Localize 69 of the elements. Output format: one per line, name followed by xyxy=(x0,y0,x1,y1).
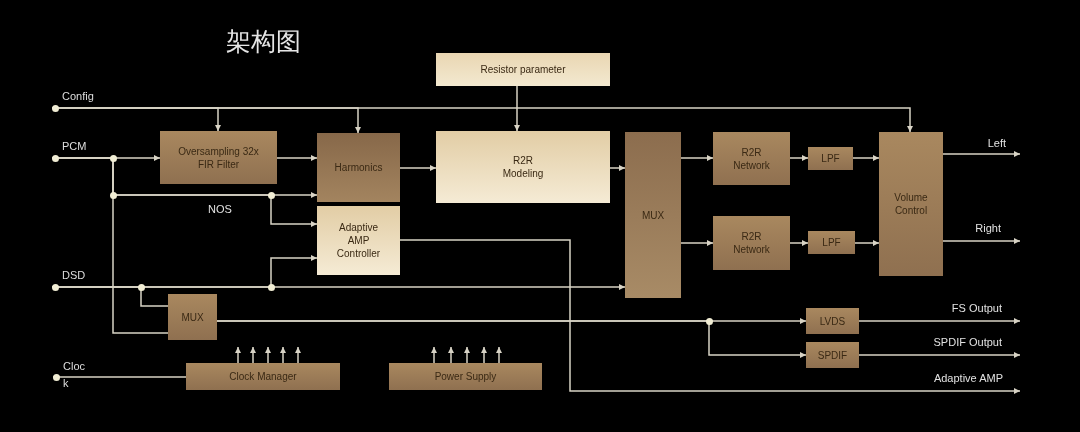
arrow xyxy=(858,318,1021,324)
arrow xyxy=(235,346,241,364)
process-box xyxy=(160,131,277,184)
arrow xyxy=(680,155,714,161)
input-label: PCM xyxy=(62,139,87,153)
process-box xyxy=(879,132,943,276)
arrow xyxy=(481,346,487,364)
arrow xyxy=(496,346,502,364)
arrow xyxy=(250,346,256,364)
arrow xyxy=(789,240,809,246)
arrow xyxy=(852,155,880,161)
arrow xyxy=(276,155,318,161)
block-label: LPF xyxy=(821,152,840,165)
process-box xyxy=(713,132,790,185)
block-label: Resistor parameter xyxy=(480,63,566,76)
block-label: Power Supply xyxy=(434,370,497,383)
process-box xyxy=(389,363,542,390)
edge-label: Left xyxy=(987,137,1006,150)
process-box xyxy=(625,132,681,298)
block-label: Adaptive AMP Controller xyxy=(335,221,382,260)
block-label: MUX xyxy=(641,208,665,222)
block-label: Harmonics xyxy=(334,161,383,174)
arrow xyxy=(265,346,271,364)
arrow xyxy=(942,151,1021,157)
arrow xyxy=(399,239,1021,394)
arrow xyxy=(280,346,286,364)
arrow xyxy=(858,352,1021,358)
diagram-title: 架构图 xyxy=(226,27,301,56)
process-box xyxy=(808,231,855,254)
arrow xyxy=(295,346,301,364)
arrow xyxy=(789,155,809,161)
edge-label: SPDIF Output xyxy=(933,336,1002,349)
edge-label: FS Output xyxy=(951,302,1002,315)
arrow xyxy=(854,240,880,246)
arrow xyxy=(431,346,437,364)
block-label: Oversampling 32x FIR Filter xyxy=(177,144,260,171)
block-label: LPF xyxy=(822,236,841,249)
process-box xyxy=(317,133,400,202)
arrow xyxy=(680,240,714,246)
process-box xyxy=(436,131,610,203)
arrow xyxy=(464,346,470,364)
block-label: Volume Control xyxy=(893,191,929,217)
arrow xyxy=(942,238,1021,244)
arrow xyxy=(514,85,520,132)
block-label: R2R Network xyxy=(732,145,771,172)
block-label: MUX xyxy=(181,310,204,324)
input-label: DSD xyxy=(62,268,86,282)
arrow xyxy=(448,346,454,364)
edge-label: Right xyxy=(975,222,1001,235)
process-box xyxy=(436,53,610,86)
process-box xyxy=(186,363,340,390)
arrow xyxy=(609,165,626,171)
arrow xyxy=(216,320,807,358)
block-label: R2R Modeling xyxy=(501,154,545,180)
process-box xyxy=(317,206,400,275)
process-box xyxy=(806,308,859,334)
process-box xyxy=(713,216,790,270)
process-box xyxy=(168,294,217,340)
block-label: R2R Network xyxy=(732,230,771,256)
block-label: LVDS xyxy=(819,314,846,328)
edge-label: Adaptive AMP xyxy=(933,372,1003,385)
input-label: Cloc k xyxy=(63,359,86,391)
arrow xyxy=(399,165,437,171)
process-box xyxy=(808,147,853,170)
block-label: Clock Manager xyxy=(229,370,297,383)
edge-label: NOS xyxy=(208,203,232,216)
block-label: SPDIF xyxy=(817,348,848,362)
process-box xyxy=(806,342,859,368)
input-label: Config xyxy=(62,89,94,103)
